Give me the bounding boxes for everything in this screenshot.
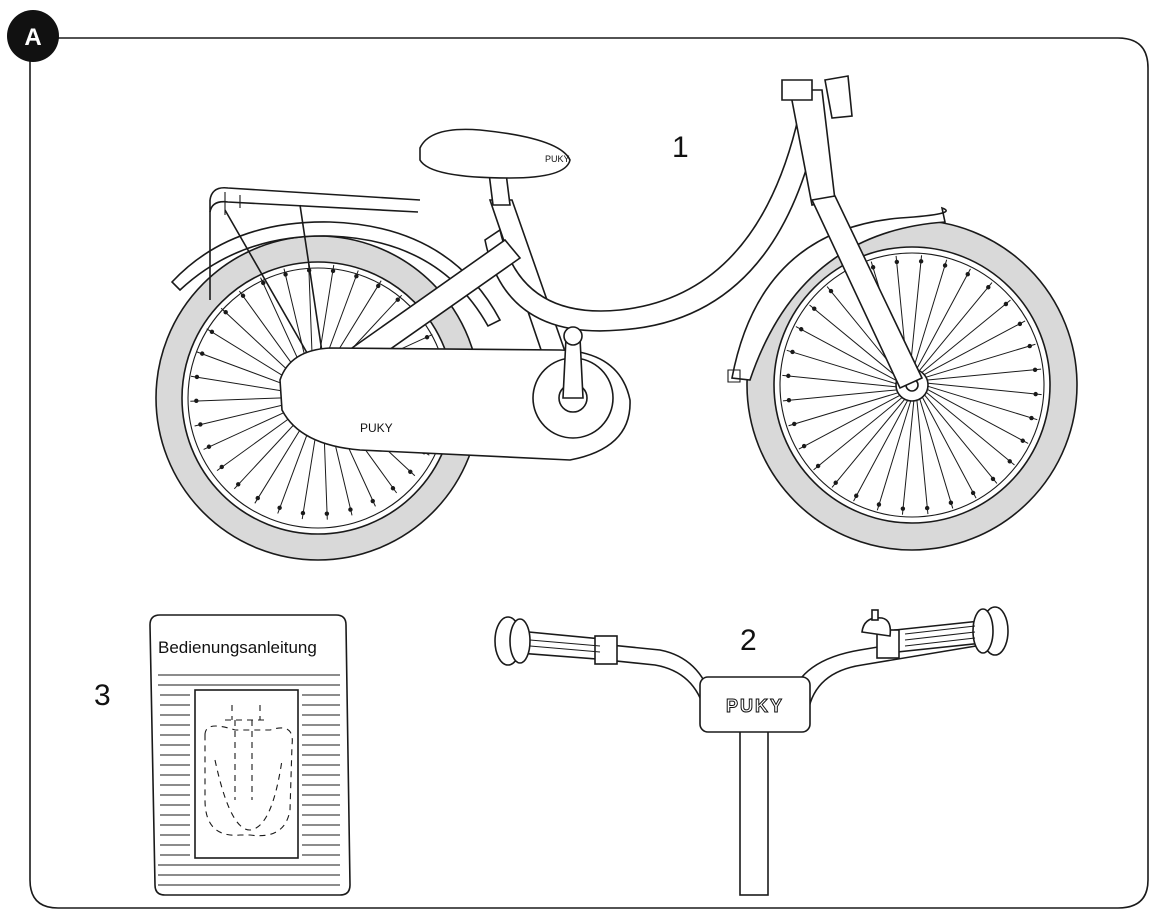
saddle-logo: PUKY xyxy=(545,154,570,164)
front-spokes xyxy=(782,255,1042,515)
left-grip xyxy=(494,616,618,666)
bicycle-drawing: PUKY PUKY xyxy=(155,75,1078,561)
rear-rack xyxy=(209,186,421,373)
badge-letter: A xyxy=(24,24,41,51)
manual-title: Bedienungsanleitung xyxy=(158,638,317,657)
saddle: PUKY xyxy=(419,128,571,206)
handlebar-drawing: PUKY xyxy=(494,606,1009,896)
manual-text-lines xyxy=(158,674,340,886)
manual-booklet: Bedienungsanleitung xyxy=(149,614,351,896)
handlebar-logo-plate xyxy=(699,676,811,733)
figure-badge: A xyxy=(7,10,59,62)
callout-1: 1 xyxy=(672,131,689,164)
chain-guard-logo: PUKY xyxy=(360,421,393,435)
crank-set xyxy=(532,326,614,439)
handlebar-logo: PUKY xyxy=(726,696,784,716)
rear-fender xyxy=(170,221,502,328)
callout-2: 2 xyxy=(740,624,757,657)
right-grip xyxy=(876,606,1009,659)
front-wheel xyxy=(746,219,1078,551)
bell-icon xyxy=(861,609,892,637)
callout-3: 3 xyxy=(94,679,111,712)
figure-frame xyxy=(29,37,1149,909)
